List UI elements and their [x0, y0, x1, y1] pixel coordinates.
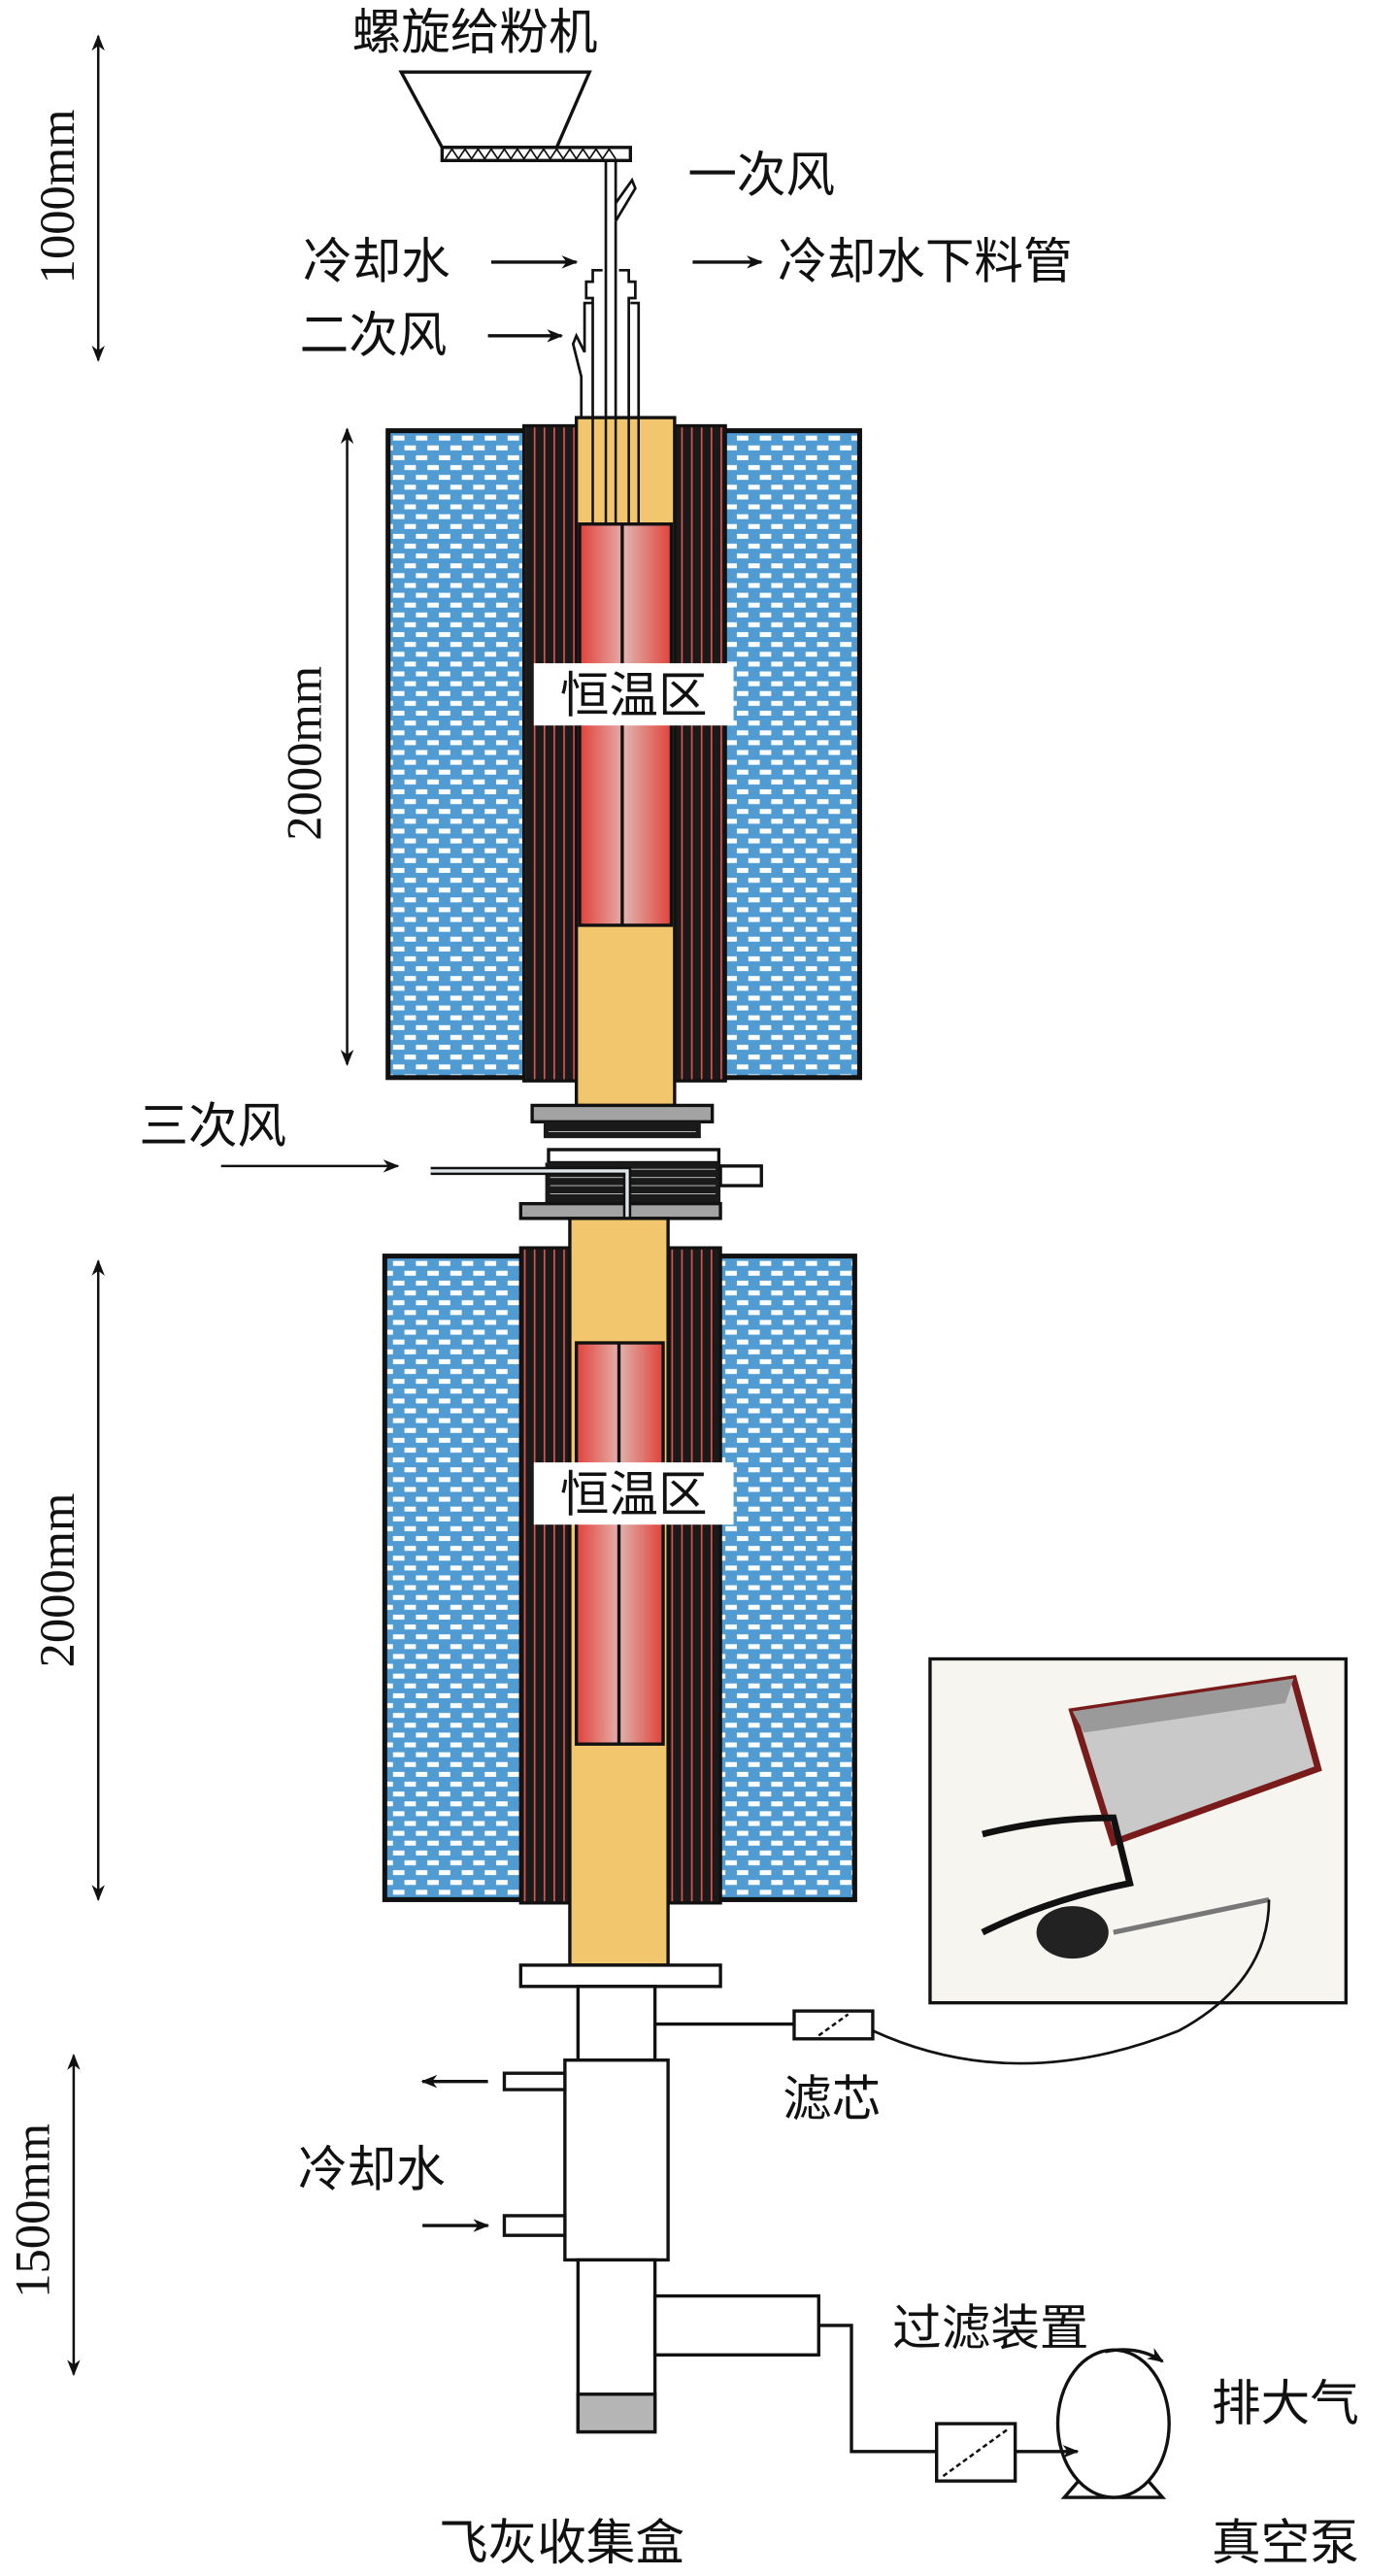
svg-text:1500mm: 1500mm — [6, 2124, 60, 2298]
dimension-2000mm-lower: 2000mm — [30, 1258, 105, 1902]
tertiary-air-section — [430, 1103, 763, 1237]
cooler-assembly — [502, 1963, 937, 2454]
fly-ash-box-label: 飞灰收集盒 — [439, 2514, 684, 2571]
dimension-2000mm-upper: 2000mm — [278, 427, 354, 1066]
filter-device-label: 过滤装置 — [892, 2299, 1088, 2357]
vacuum-pump-label: 真空泵 — [1212, 2514, 1359, 2571]
tertiary-air-label: 三次风 — [139, 1097, 286, 1154]
analyzer-photo — [928, 1656, 1349, 2005]
filter-cartridge-label: 滤芯 — [783, 2070, 881, 2127]
svg-text:1000mm: 1000mm — [30, 109, 84, 284]
exhaust-atmosphere-label: 排大气 — [1212, 2375, 1359, 2432]
vacuum-pump-icon — [1015, 2348, 1171, 2499]
constant-temp-zone-upper-label: 恒温区 — [560, 667, 708, 724]
dimension-1500mm: 1500mm — [6, 2053, 81, 2377]
cooling-water-bottom-label: 冷却水 — [298, 2141, 446, 2198]
cooling-feed-pipe-label: 冷却水下料管 — [778, 233, 1072, 290]
filter-unit — [935, 2422, 1017, 2483]
primary-air-label: 一次风 — [687, 146, 835, 203]
svg-text:2000mm: 2000mm — [30, 1493, 84, 1668]
secondary-air-label: 二次风 — [300, 307, 448, 364]
screw-feeder-label: 螺旋给粉机 — [352, 4, 598, 61]
filter-cartridge — [792, 1899, 1271, 2065]
screw-feeder — [398, 70, 633, 162]
lower-furnace: 恒温区 — [382, 1217, 857, 1967]
cooling-water-label: 冷却水 — [303, 233, 450, 290]
svg-text:2000mm: 2000mm — [278, 666, 332, 841]
dimension-1000mm: 1000mm — [30, 34, 105, 362]
upper-furnace: 恒温区 — [385, 416, 862, 1108]
constant-temp-zone-lower-label: 恒温区 — [560, 1466, 708, 1523]
feed-pipe — [571, 160, 641, 418]
